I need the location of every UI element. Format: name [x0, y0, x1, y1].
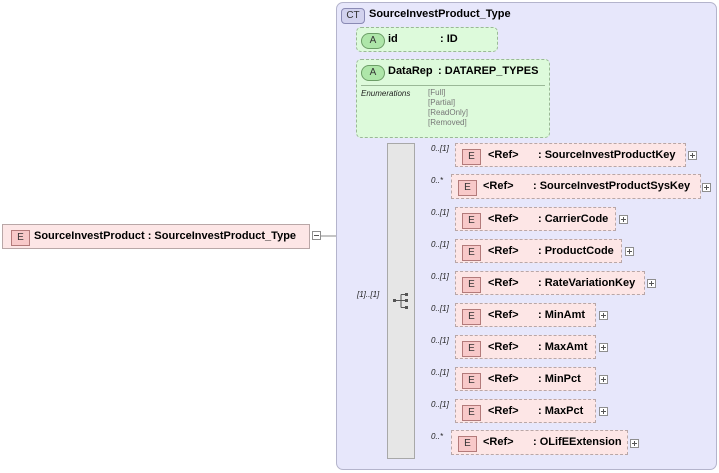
element-ref: <Ref> — [483, 180, 514, 192]
element-name: : RateVariationKey — [538, 277, 636, 289]
element-name: : CarrierCode — [538, 213, 609, 225]
child-element-max-pct[interactable]: E <Ref> : MaxPct — [455, 399, 596, 423]
child-cardinality: 0..[1] — [431, 336, 449, 345]
enumeration-value: [Partial] — [428, 98, 456, 107]
child-element-min-pct[interactable]: E <Ref> : MinPct — [455, 367, 596, 391]
complex-type-badge: CT — [341, 8, 365, 24]
element-name: : MinAmt — [538, 309, 586, 321]
root-element-label: SourceInvestProduct : SourceInvestProduc… — [34, 230, 297, 242]
attribute-badge: A — [361, 33, 385, 49]
child-cardinality: 0..[1] — [431, 272, 449, 281]
expand-icon[interactable] — [688, 151, 697, 160]
element-badge: E — [462, 213, 481, 229]
element-badge: E — [462, 245, 481, 261]
element-name: : OLifEExtension — [533, 436, 622, 448]
element-name: : MaxPct — [538, 405, 584, 417]
child-cardinality: 0..* — [431, 176, 444, 185]
child-cardinality: 0..[1] — [431, 208, 449, 217]
element-ref: <Ref> — [488, 149, 519, 161]
enumeration-value: [Full] — [428, 88, 446, 97]
element-badge: E — [462, 373, 481, 389]
enumeration-list: [Full] [Partial] [ReadOnly] [Removed] — [428, 88, 468, 128]
element-ref: <Ref> — [488, 373, 519, 385]
element-ref: <Ref> — [483, 436, 514, 448]
element-badge: E — [458, 180, 477, 196]
element-name: : MinPct — [538, 373, 581, 385]
attribute-badge: A — [361, 65, 385, 81]
child-element-carrier-code[interactable]: E <Ref> : CarrierCode — [455, 207, 616, 231]
expand-icon[interactable] — [599, 311, 608, 320]
element-name: : ProductCode — [538, 245, 614, 257]
element-ref: <Ref> — [488, 277, 519, 289]
child-element-source-invest-product-key[interactable]: E <Ref> : SourceInvestProductKey — [455, 143, 686, 167]
element-name: : MaxAmt — [538, 341, 588, 353]
child-cardinality: 0..[1] — [431, 240, 449, 249]
element-badge: E — [462, 405, 481, 421]
element-ref: <Ref> — [488, 213, 519, 225]
expand-icon[interactable] — [599, 375, 608, 384]
expand-icon[interactable] — [702, 183, 711, 192]
element-badge: E — [458, 436, 477, 452]
complex-type-name: SourceInvestProduct_Type — [369, 8, 511, 20]
attribute-type: : DATAREP_TYPES — [438, 65, 539, 77]
element-ref: <Ref> — [488, 245, 519, 257]
expand-icon[interactable] — [647, 279, 656, 288]
attribute-name: id — [388, 33, 398, 45]
element-ref: <Ref> — [488, 341, 519, 353]
element-badge: E — [462, 341, 481, 357]
expand-icon[interactable] — [619, 215, 628, 224]
attribute-type: : ID — [440, 33, 458, 45]
child-element-source-invest-product-sys-key[interactable]: E <Ref> : SourceInvestProductSysKey — [451, 174, 701, 199]
child-element-rate-variation-key[interactable]: E <Ref> : RateVariationKey — [455, 271, 645, 295]
expand-icon[interactable] — [599, 343, 608, 352]
sequence-cardinality: [1]..[1] — [357, 290, 380, 299]
child-cardinality: 0..[1] — [431, 304, 449, 313]
child-cardinality: 0..* — [431, 432, 444, 441]
expand-icon[interactable] — [599, 407, 608, 416]
child-cardinality: 0..[1] — [431, 400, 449, 409]
element-name: : SourceInvestProductKey — [538, 149, 676, 161]
enumerations-label: Enumerations — [361, 89, 411, 98]
attribute-id[interactable]: A id : ID — [356, 27, 498, 52]
root-element-box[interactable]: E SourceInvestProduct : SourceInvestProd… — [2, 224, 310, 249]
child-element-max-amt[interactable]: E <Ref> : MaxAmt — [455, 335, 596, 359]
sequence-icon — [393, 293, 408, 309]
element-badge: E — [462, 149, 481, 165]
sequence-compositor[interactable] — [387, 143, 415, 459]
enumeration-value: [ReadOnly] — [428, 108, 469, 117]
expand-icon[interactable] — [625, 247, 634, 256]
child-element-product-code[interactable]: E <Ref> : ProductCode — [455, 239, 622, 263]
element-ref: <Ref> — [488, 309, 519, 321]
child-cardinality: 0..[1] — [431, 368, 449, 377]
child-cardinality: 0..[1] — [431, 144, 449, 153]
element-badge: E — [462, 309, 481, 325]
element-badge: E — [11, 230, 30, 246]
child-element-min-amt[interactable]: E <Ref> : MinAmt — [455, 303, 596, 327]
element-badge: E — [462, 277, 481, 293]
element-ref: <Ref> — [488, 405, 519, 417]
divider — [361, 85, 545, 86]
element-name: : SourceInvestProductSysKey — [533, 180, 691, 192]
attribute-datarep[interactable]: A DataRep : DATAREP_TYPES Enumerations [… — [356, 59, 550, 138]
attribute-name: DataRep — [388, 65, 433, 77]
expand-icon[interactable] — [630, 439, 639, 448]
collapse-icon[interactable] — [312, 231, 321, 240]
child-element-olife-extension[interactable]: E <Ref> : OLifEExtension — [451, 430, 628, 455]
enumeration-value: [Removed] — [428, 118, 467, 127]
